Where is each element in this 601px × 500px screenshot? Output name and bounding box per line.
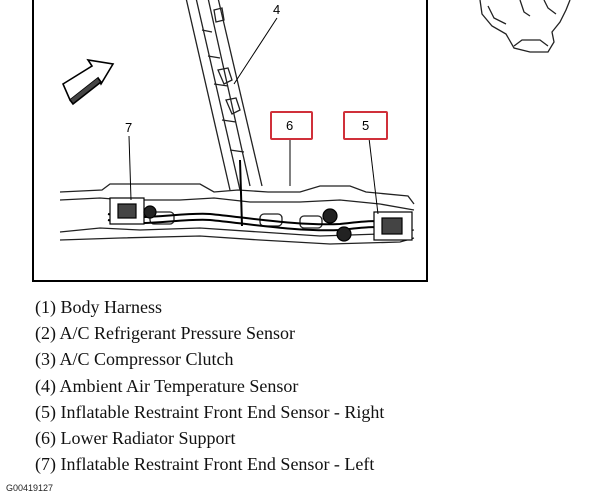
diagram-drawing xyxy=(32,0,571,282)
left-front-end-sensor xyxy=(109,197,157,225)
body-harness xyxy=(107,159,383,232)
legend-item: (1) Body Harness xyxy=(35,297,162,317)
upper-right-component xyxy=(479,0,571,53)
legend-item: (7) Inflatable Restraint Front End Senso… xyxy=(35,454,375,475)
forward-arrow-icon xyxy=(61,58,115,106)
figure-id: G00419127 xyxy=(6,483,54,493)
legend-item: (2) A/C Refrigerant Pressure Sensor xyxy=(35,323,295,344)
callout-4: 4 xyxy=(273,2,281,17)
callout-6: 6 xyxy=(286,118,294,133)
diagram-area: 4 7 6 5 xyxy=(32,0,571,282)
legend-item: (3) A/C Compressor Clutch xyxy=(35,349,234,370)
legend-item: (5) Inflatable Restraint Front End Senso… xyxy=(35,401,385,422)
legend-item: (6) Lower Radiator Support xyxy=(35,427,236,448)
radiator-support-upright xyxy=(185,0,263,191)
component-legend: (1) Body Harness (2) A/C Refrigerant Pre… xyxy=(35,294,384,477)
legend-item: (4) Ambient Air Temperature Sensor xyxy=(35,375,299,396)
highlight-box-6 xyxy=(270,111,313,140)
callout-7: 7 xyxy=(125,120,133,135)
callout-5: 5 xyxy=(362,118,370,133)
leader-lines xyxy=(128,17,379,215)
right-front-end-sensor xyxy=(322,208,413,242)
highlight-box-5 xyxy=(343,111,388,140)
diagram-border xyxy=(32,0,428,282)
